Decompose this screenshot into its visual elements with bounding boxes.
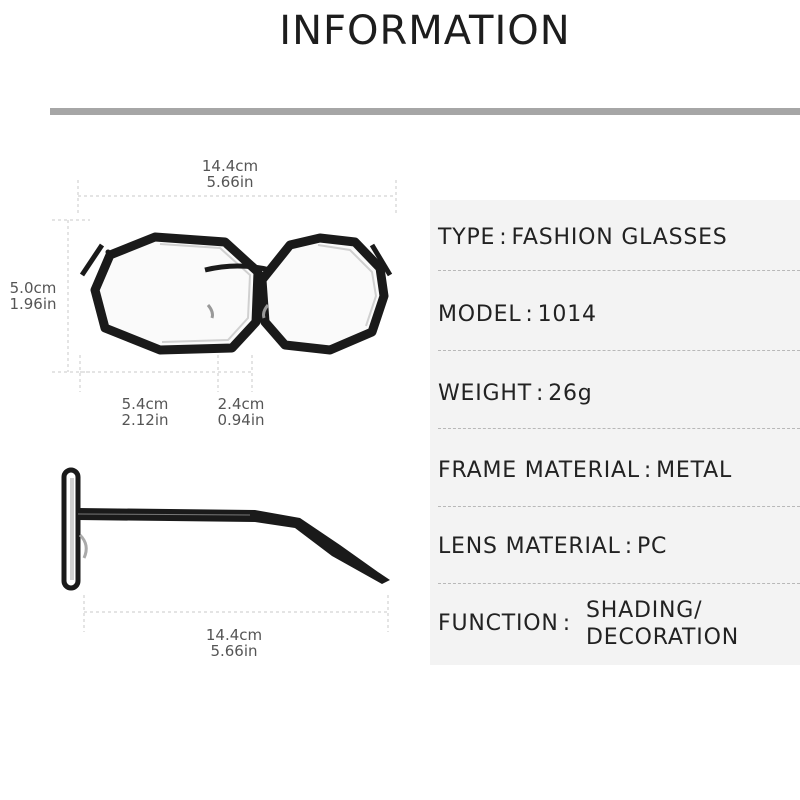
spec-label: MODEL bbox=[438, 302, 522, 327]
spec-row-function-value: SHADING/ DECORATION bbox=[586, 597, 739, 651]
temple-cm: 14.4cm bbox=[205, 626, 263, 644]
top-width-cm: 14.4cm bbox=[201, 157, 259, 175]
top-width-in: 5.66in bbox=[206, 173, 254, 191]
glasses-front-view bbox=[79, 232, 393, 355]
title-divider bbox=[50, 108, 800, 115]
spec-value: FASHION GLASSES bbox=[511, 225, 728, 250]
spec-divider bbox=[438, 270, 800, 271]
spec-row-weight: WEIGHT:26g bbox=[438, 381, 593, 406]
top-width-label: 14.4cm 5.66in bbox=[190, 158, 270, 190]
spec-row-model: MODEL:1014 bbox=[438, 302, 597, 327]
spec-row-lens-material: LENS MATERIAL:PC bbox=[438, 534, 668, 559]
lens-width-in: 2.12in bbox=[121, 411, 169, 429]
temple-in: 5.66in bbox=[210, 642, 258, 660]
spec-panel bbox=[430, 200, 800, 665]
spec-label: FRAME MATERIAL bbox=[438, 458, 640, 483]
height-label: 5.0cm 1.96in bbox=[4, 280, 62, 312]
spec-divider bbox=[438, 350, 800, 351]
spec-label: WEIGHT bbox=[438, 381, 532, 406]
spec-row-function-label: FUNCTION: bbox=[438, 611, 571, 636]
bridge-cm: 2.4cm bbox=[217, 395, 265, 413]
spec-row-frame-material: FRAME MATERIAL:METAL bbox=[438, 458, 733, 483]
spec-value: METAL bbox=[656, 458, 733, 483]
function-value-line1: SHADING/ bbox=[586, 598, 703, 623]
spec-label: TYPE bbox=[438, 225, 496, 250]
temple-length-label: 14.4cm 5.66in bbox=[194, 627, 274, 659]
spec-divider bbox=[438, 583, 800, 584]
bridge-in: 0.94in bbox=[217, 411, 265, 429]
height-cm: 5.0cm bbox=[9, 279, 57, 297]
spec-label: FUNCTION bbox=[438, 611, 559, 636]
spec-row-type: TYPE:FASHION GLASSES bbox=[438, 225, 728, 250]
height-in: 1.96in bbox=[9, 295, 57, 313]
spec-divider bbox=[438, 428, 800, 429]
lens-width-cm: 5.4cm bbox=[121, 395, 169, 413]
lens-width-label: 5.4cm 2.12in bbox=[108, 396, 182, 428]
bridge-label: 2.4cm 0.94in bbox=[204, 396, 278, 428]
spec-divider bbox=[438, 506, 800, 507]
spec-label: LENS MATERIAL bbox=[438, 534, 621, 559]
page-title: INFORMATION bbox=[279, 8, 571, 54]
function-value-line2: DECORATION bbox=[586, 625, 739, 650]
spec-value: 1014 bbox=[537, 302, 597, 327]
spec-value: PC bbox=[636, 534, 668, 559]
glasses-side-view bbox=[61, 467, 390, 591]
dimension-guides bbox=[52, 180, 397, 632]
spec-value: 26g bbox=[548, 381, 593, 406]
